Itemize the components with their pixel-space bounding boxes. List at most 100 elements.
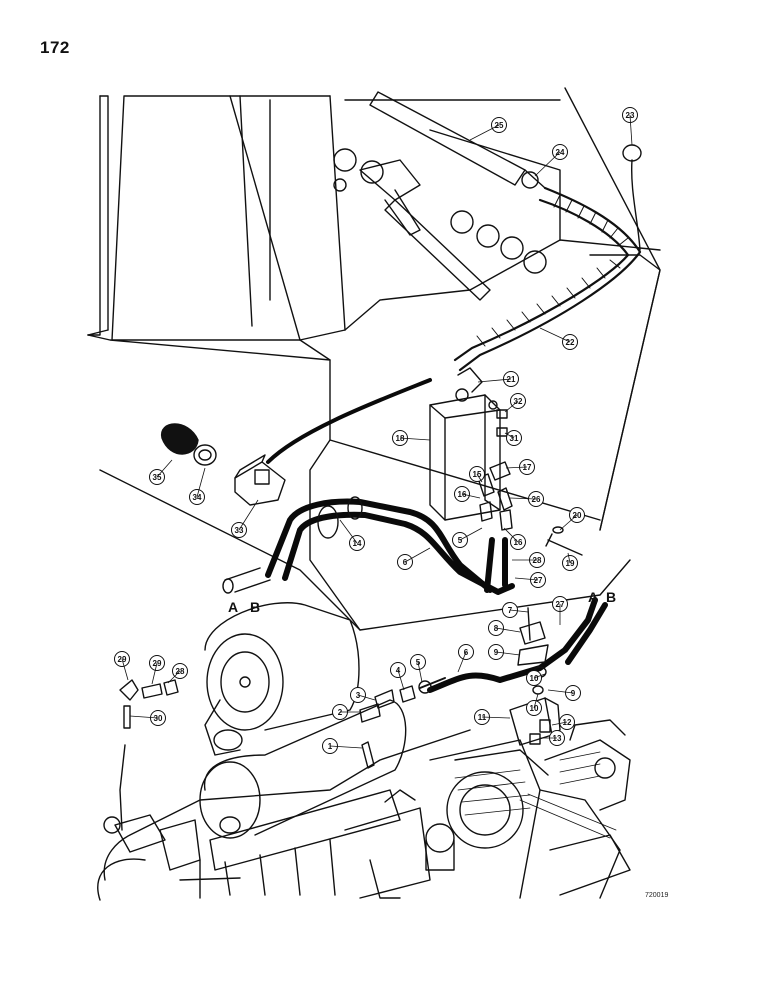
clamp-14 xyxy=(317,505,339,539)
cable xyxy=(266,378,432,464)
upper-hoses xyxy=(265,498,515,595)
callout-number-10: 10 xyxy=(530,674,539,683)
leader-line-14 xyxy=(339,519,358,544)
leader-line-9 xyxy=(495,651,521,656)
clamp-14b xyxy=(347,496,363,520)
valve-block xyxy=(429,367,501,521)
leader-line-16 xyxy=(461,493,481,499)
callout-number-13: 13 xyxy=(553,734,562,743)
callout-number-1: 1 xyxy=(328,742,333,751)
callout-number-6: 6 xyxy=(464,648,469,657)
leader-line-28 xyxy=(167,670,181,684)
leader-line-27 xyxy=(514,577,539,581)
callout-number-2: 2 xyxy=(338,708,343,717)
callout-number-24: 24 xyxy=(556,148,565,157)
leader-line-5 xyxy=(459,527,483,541)
leader-line-6 xyxy=(457,651,467,673)
leader-line-10 xyxy=(533,673,546,679)
air-cleaner xyxy=(204,602,360,756)
wire xyxy=(630,159,641,251)
callout-number-5: 5 xyxy=(458,536,463,545)
leader-line-11 xyxy=(481,716,511,719)
leader-line-31 xyxy=(504,432,515,439)
leader-lines xyxy=(121,114,633,749)
leader-line-26 xyxy=(509,497,537,500)
callout-number-17: 17 xyxy=(523,463,532,472)
label-a-upper: A xyxy=(228,599,238,615)
leader-line-24 xyxy=(534,151,561,177)
ring-23 xyxy=(622,144,642,162)
leader-line-10 xyxy=(533,693,539,709)
leader-line-17 xyxy=(505,466,528,469)
callout-number-9: 9 xyxy=(494,648,499,657)
leader-line-22 xyxy=(539,327,571,343)
page-number: 172 xyxy=(40,38,70,57)
callout-number-14: 14 xyxy=(353,539,362,548)
leader-line-3 xyxy=(357,694,376,701)
leader-line-19 xyxy=(567,552,571,564)
callout-number-28: 28 xyxy=(176,667,185,676)
leader-line-25 xyxy=(469,124,500,141)
leader-line-33 xyxy=(238,499,259,531)
flexible-duct xyxy=(453,186,642,372)
fittings-1-5 xyxy=(359,680,432,769)
callout-number-18: 18 xyxy=(396,434,405,443)
engine xyxy=(97,719,631,901)
callout-number-3: 3 xyxy=(356,691,361,700)
callout-number-27: 27 xyxy=(534,576,543,585)
callout-number-19: 19 xyxy=(566,559,575,568)
leader-line-9 xyxy=(547,689,574,694)
leader-line-7 xyxy=(509,609,529,613)
leader-line-4 xyxy=(397,669,405,691)
callout-number-16: 16 xyxy=(514,538,523,547)
callout-number-32: 32 xyxy=(514,397,523,406)
callout-number-35: 35 xyxy=(153,473,162,482)
lower-hoses xyxy=(427,597,608,693)
leader-line-18 xyxy=(399,437,431,441)
callout-number-8: 8 xyxy=(494,624,499,633)
part-callouts: 1234556678991010111213141516161718192021… xyxy=(114,107,638,754)
callout-number-12: 12 xyxy=(563,718,572,727)
instrument-gauges xyxy=(333,148,547,274)
leader-line-1 xyxy=(329,745,363,749)
label-a-lower: A xyxy=(588,589,598,605)
control-lever xyxy=(359,159,491,301)
leader-line-23 xyxy=(629,114,633,146)
callout-number-30: 30 xyxy=(154,714,163,723)
callout-number-20: 20 xyxy=(573,511,582,520)
callout-number-9: 9 xyxy=(571,689,576,698)
label-b-lower: B xyxy=(606,589,616,605)
callout-number-10: 10 xyxy=(530,704,539,713)
label-b-upper: B xyxy=(250,599,260,615)
leader-line-35 xyxy=(156,459,173,478)
leader-line-12 xyxy=(551,721,568,726)
valve-fittings xyxy=(477,409,513,531)
callout-number-11: 11 xyxy=(478,713,487,722)
bolt-19 xyxy=(545,526,583,556)
callout-number-7: 7 xyxy=(508,606,513,615)
leader-line-6 xyxy=(404,547,431,563)
callout-number-16: 16 xyxy=(458,490,467,499)
leader-line-15 xyxy=(476,473,483,483)
leader-line-34 xyxy=(196,467,206,498)
callout-number-28: 28 xyxy=(533,556,542,565)
callout-number-25: 25 xyxy=(495,121,504,130)
callout-number-22: 22 xyxy=(566,338,575,347)
figure-code: 720019 xyxy=(645,892,669,899)
callout-number-6: 6 xyxy=(403,558,408,567)
leader-line-16 xyxy=(503,527,519,543)
callout-number-26: 26 xyxy=(532,495,541,504)
leader-line-29 xyxy=(121,658,129,681)
pipe-end-labels: A B A B xyxy=(228,589,616,615)
leader-line-30 xyxy=(129,715,159,719)
left-fittings xyxy=(119,679,179,831)
duct-corrugations xyxy=(476,194,629,347)
engine-detail-lines xyxy=(454,751,617,839)
vent-tube xyxy=(369,91,546,189)
cab-structure xyxy=(87,87,661,631)
leader-line-20 xyxy=(559,514,578,531)
leader-line-5 xyxy=(417,661,423,683)
pipe-stubs-upper xyxy=(224,567,271,593)
